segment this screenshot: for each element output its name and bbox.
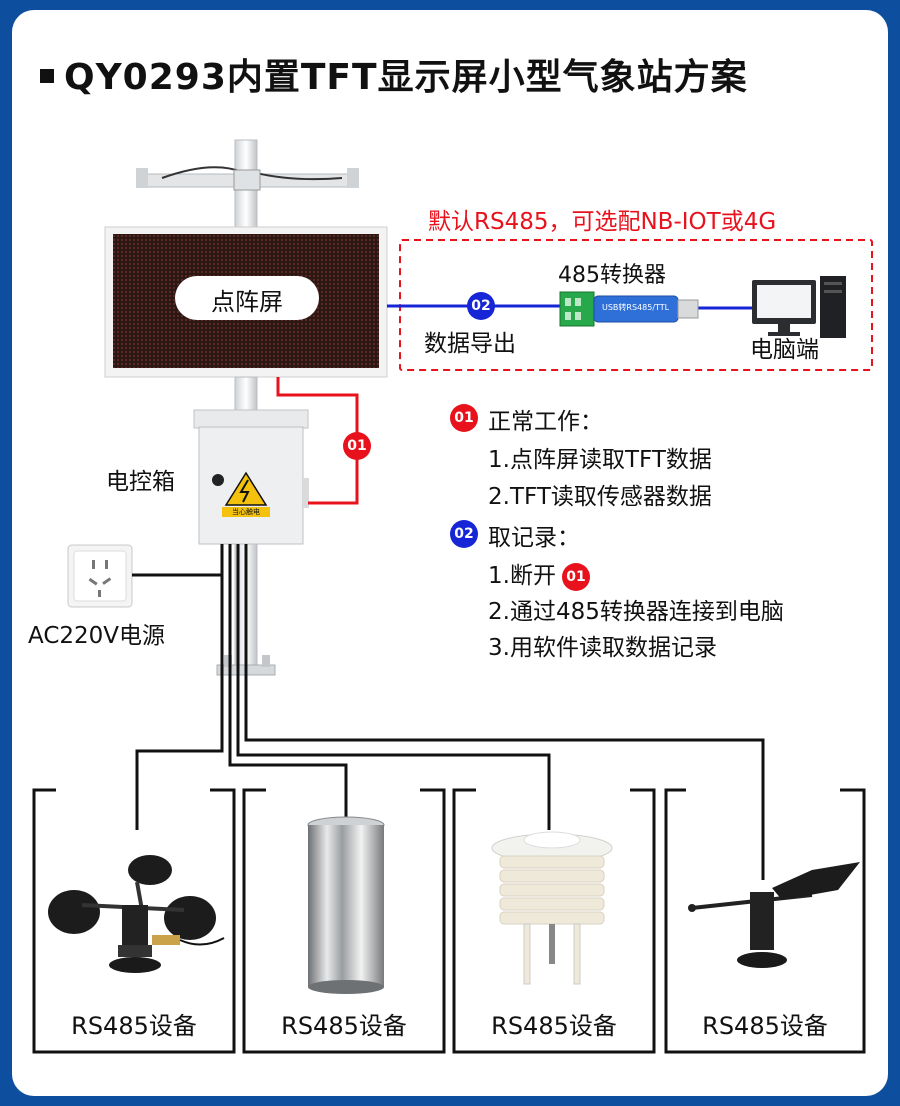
sensor-label-louver-box: RS485设备 [454,1006,654,1041]
normal-title: 正常工作： [488,402,603,436]
control-box-label: 电控箱 [106,462,175,496]
sensor-label-wind-vane: RS485设备 [665,1006,865,1041]
pc-label: 电脑端 [750,330,819,364]
export-label: 数据导出 [424,324,516,358]
system-diagram [12,10,888,1096]
record-item-2: 2.通过485转换器连接到电脑 [488,592,784,626]
sensor-label-rain-gauge: RS485设备 [244,1006,444,1041]
badge-01-inline: 01 [562,563,590,591]
badge-01-link: 01 [343,432,371,460]
anemometer-icon [48,855,224,973]
control-box [194,410,309,544]
warning-sign-text: 当心触电 [225,507,267,517]
louver-box-icon [492,832,612,984]
normal-item-1: 1.点阵屏读取TFT数据 [488,440,712,474]
record-item-3: 3.用软件读取数据记录 [488,628,717,662]
poster-card: QY0293内置TFT显示屏小型气象站方案 [12,10,888,1096]
mast-top [136,140,359,235]
converter-device-text: USB转RS485/TTL [602,302,669,313]
record-title: 取记录： [488,518,580,552]
pc-icon [752,276,846,338]
display-label: 点阵屏 [175,282,319,317]
wind-vane-icon [688,862,860,968]
power-outlet-icon [68,545,132,607]
normal-item-2: 2.TFT读取传感器数据 [488,477,712,511]
badge-02-notes: 02 [450,520,478,548]
badge-01-notes: 01 [450,404,478,432]
converter-label: 485转换器 [558,257,666,289]
sensor-label-anemometer: RS485设备 [34,1006,234,1041]
record-item-1-text: 1.断开 [488,563,556,589]
rain-gauge-icon [308,817,384,994]
option-note: 默认RS485，可选配NB-IOT或4G [428,202,776,236]
badge-02-export: 02 [467,292,495,320]
power-label: AC220V电源 [28,616,165,650]
